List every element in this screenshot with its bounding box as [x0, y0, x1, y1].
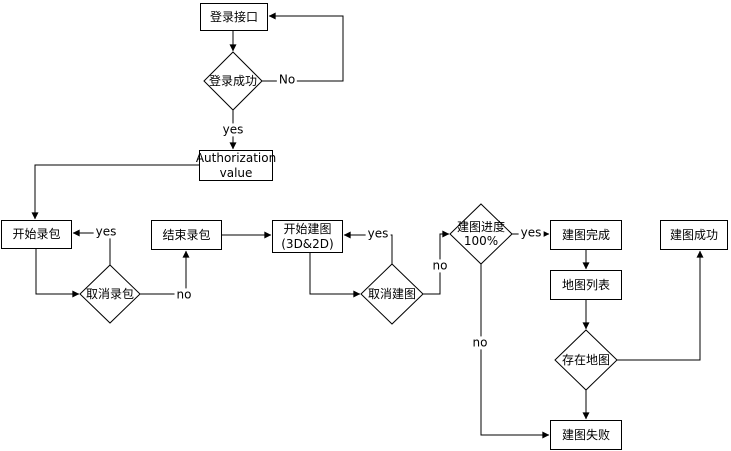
edge-start-mapping-to-cancel-mapping	[309, 253, 361, 298]
edge-label-progress-yes: yes	[518, 225, 544, 240]
node-login-api-label: 登录接口	[209, 9, 258, 24]
node-mapping-done: 建图完成	[550, 220, 622, 250]
edge-label-record-no: no	[174, 287, 194, 302]
node-auth-value-label: Authorization value	[195, 150, 277, 180]
edge-label-record-yes: yes	[93, 224, 119, 239]
edge-success-no-loop	[262, 12, 344, 82]
diamond-login-success-shape	[203, 51, 263, 111]
node-mapping-failed-label: 建图失败	[561, 427, 610, 442]
node-map-list-label: 地图列表	[561, 277, 610, 292]
diamond-map-exists-shape	[554, 329, 618, 391]
diamond-mapping-progress-shape	[449, 203, 513, 265]
node-end-record: 结束录包	[151, 220, 222, 250]
node-login-api: 登录接口	[200, 3, 268, 31]
node-mapping-success: 建图成功	[660, 220, 728, 250]
node-start-record: 开始录包	[1, 220, 72, 249]
edge-label-login-yes: yes	[220, 122, 246, 137]
edge-start-record-to-cancel-record	[35, 249, 80, 298]
edge-label-mapping-yes: yes	[365, 226, 391, 241]
node-end-record-label: 结束录包	[162, 227, 211, 242]
diamond-cancel-mapping-shape	[360, 263, 424, 325]
node-mapping-done-label: 建图完成	[561, 227, 610, 242]
node-mapping-failed: 建图失败	[550, 420, 622, 450]
edge-label-login-no: No	[276, 72, 298, 87]
diamond-cancel-record-shape	[79, 264, 141, 324]
edge-cancel-mapping-yes	[343, 231, 393, 264]
edge-label-progress-no: no	[470, 335, 490, 350]
node-mapping-success-label: 建图成功	[669, 227, 718, 242]
edge-progress-no-to-failed	[480, 264, 550, 439]
node-start-record-label: 开始录包	[12, 227, 61, 241]
edge-exists-to-success	[617, 250, 704, 361]
edge-label-mapping-no: no	[430, 258, 450, 273]
node-start-mapping-label: 开始建图 (3D&2D)	[281, 221, 334, 251]
node-map-list: 地图列表	[550, 270, 622, 300]
edge-auth-to-start-record	[31, 164, 199, 220]
node-start-mapping: 开始建图 (3D&2D)	[272, 220, 343, 253]
node-auth-value: Authorization value	[195, 150, 277, 181]
